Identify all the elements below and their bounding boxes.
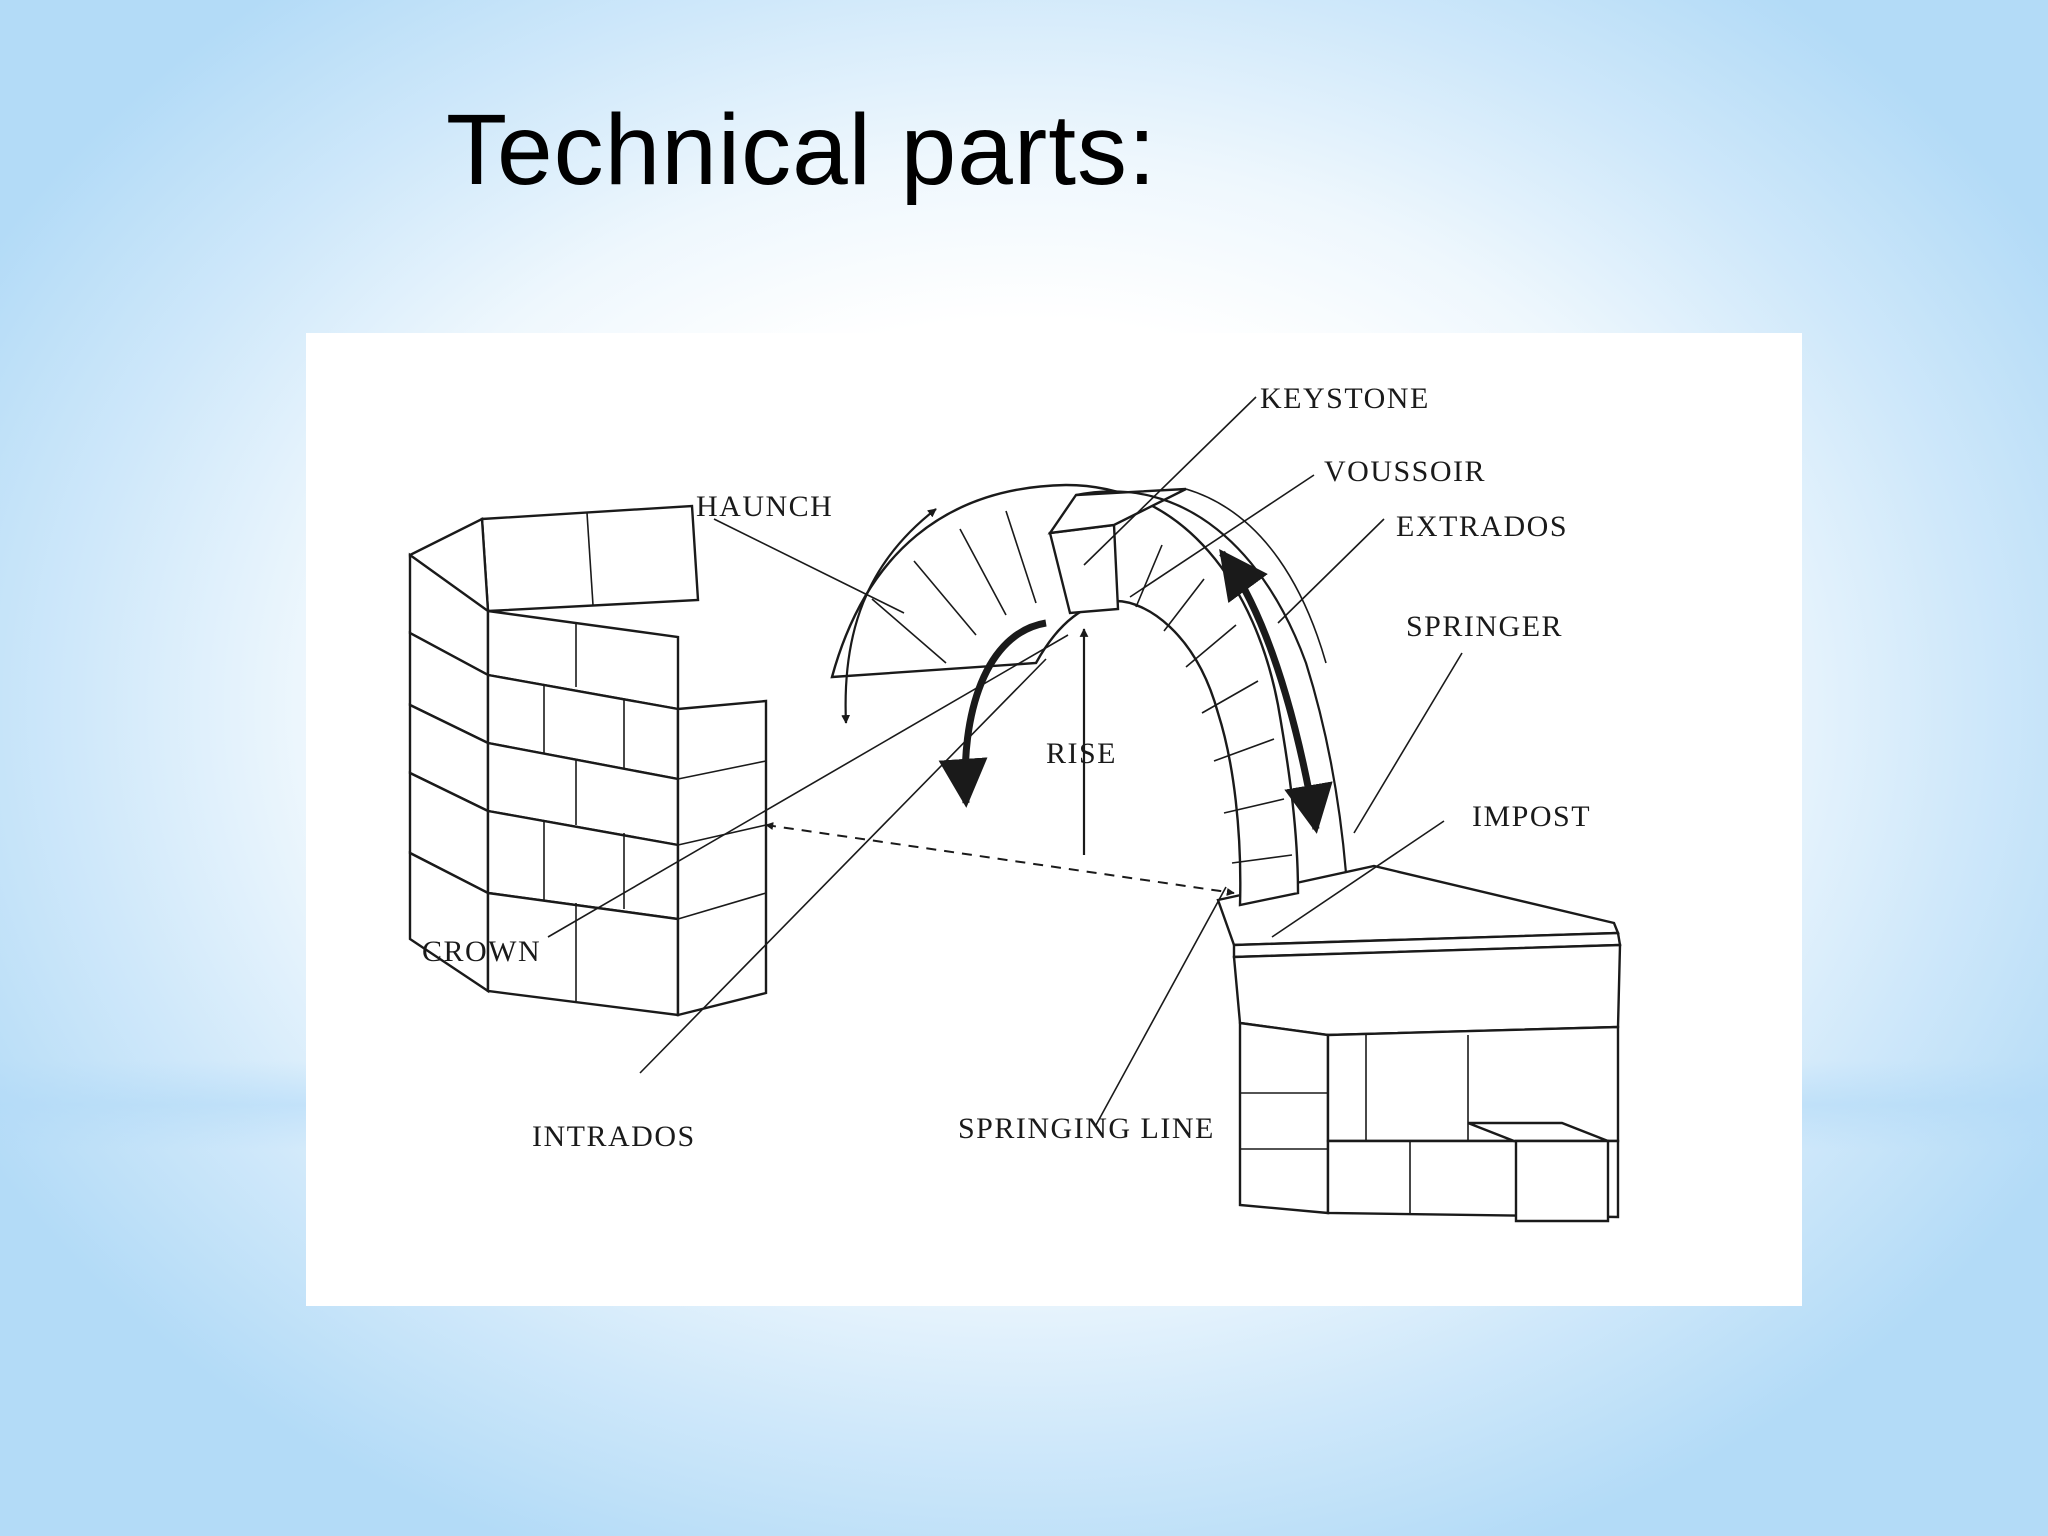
springing-line xyxy=(765,822,1235,896)
label-impost: IMPOST xyxy=(1472,800,1591,833)
label-voussoir: VOUSSOIR xyxy=(1324,455,1486,488)
right-wall xyxy=(1216,864,1622,1223)
arch xyxy=(830,483,1348,907)
arch-diagram: KEYSTONE VOUSSOIR EXTRADOS HAUNCH SPRING… xyxy=(306,333,1802,1306)
slide-title: Technical parts: xyxy=(446,94,1157,206)
label-extrados: EXTRADOS xyxy=(1396,510,1568,543)
label-springing-line: SPRINGING LINE xyxy=(958,1112,1215,1145)
label-rise: RISE xyxy=(1046,737,1117,770)
label-keystone: KEYSTONE xyxy=(1260,382,1430,415)
label-haunch: HAUNCH xyxy=(696,490,833,523)
leader-lines xyxy=(547,396,1463,1126)
label-intrados: INTRADOS xyxy=(532,1120,696,1153)
left-wall xyxy=(408,504,768,1017)
label-crown: CROWN xyxy=(422,935,541,968)
haunch-arrow xyxy=(841,508,937,724)
label-springer: SPRINGER xyxy=(1406,610,1563,643)
extrados-arrow xyxy=(1219,549,1333,834)
intrados-arrow xyxy=(938,619,1047,808)
